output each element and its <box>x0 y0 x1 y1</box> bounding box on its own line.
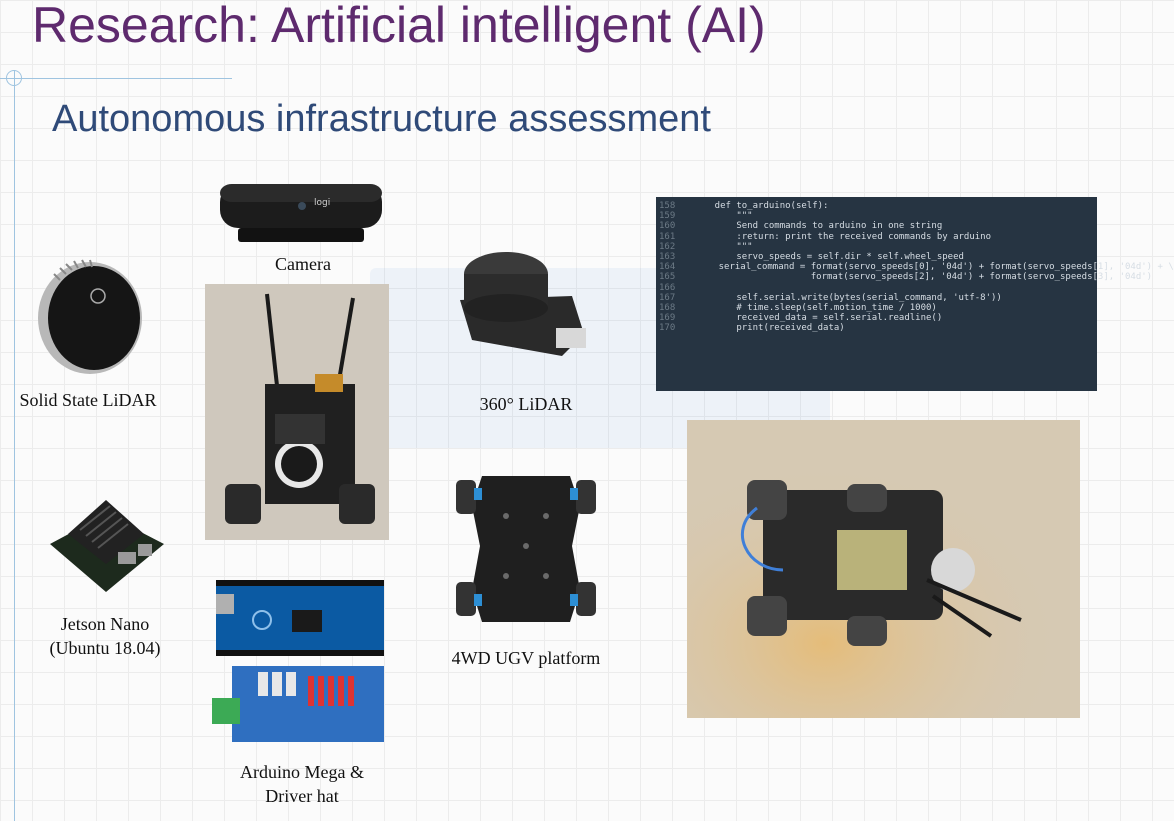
code-line: 168 # time.sleep(self.motion_time / 1000… <box>656 303 1097 313</box>
driver-hat-image <box>212 662 388 746</box>
solid-state-lidar-caption: Solid State LiDAR <box>19 390 157 410</box>
code-line-number: 170 <box>659 323 676 334</box>
code-line: 162 """ <box>656 242 1097 252</box>
camera-image: logi <box>218 182 384 244</box>
code-line: 159 """ <box>656 211 1097 221</box>
camera-caption: Camera <box>275 254 331 274</box>
code-line-number: 162 <box>659 241 676 252</box>
code-line-text: Send commands to arduino in one string <box>693 221 943 232</box>
code-line: 167 self.serial.write(bytes(serial_comma… <box>656 293 1097 303</box>
code-line-text: print(received_data) <box>693 323 845 334</box>
code-line-number: 163 <box>659 251 676 262</box>
left-rule <box>14 70 15 821</box>
code-editor-panel: 158 def to_arduino(self):159 """160 Send… <box>656 197 1174 391</box>
code-line: 161 :return: print the received commands… <box>656 232 1097 242</box>
code-line-number: 167 <box>659 292 676 303</box>
code-line: 170 print(received_data) <box>656 323 1097 333</box>
code-line-text: def to_arduino(self): <box>693 201 829 211</box>
code-line: 158 def to_arduino(self): <box>656 201 1097 211</box>
header-rule <box>0 78 232 79</box>
code-line-number: 161 <box>659 231 676 242</box>
jetson-nano-caption-line1: Jetson Nano <box>60 614 150 634</box>
jetson-nano-image <box>46 494 166 594</box>
rule-circle <box>6 70 22 86</box>
solid-state-lidar-image <box>36 256 144 376</box>
code-line: 164 serial_command = format(servo_speeds… <box>656 262 1174 273</box>
code-line: 166 <box>656 283 1097 293</box>
lidar-360-caption: 360° LiDAR <box>479 394 573 414</box>
jetson-nano-caption-line2: (Ubuntu 18.04) <box>49 638 161 658</box>
code-line: 163 servo_speeds = self.dir * self.wheel… <box>656 252 1097 262</box>
arduino-caption-line1: Arduino Mega & <box>240 762 364 782</box>
code-line-number: 169 <box>659 313 676 324</box>
code-line-number: 158 <box>659 201 676 211</box>
code-line-text: """ <box>693 241 753 252</box>
camera-logo: logi <box>314 198 331 208</box>
code-line-number: 166 <box>659 282 676 293</box>
ugv-platform-caption: 4WD UGV platform <box>451 648 601 668</box>
code-line-number: 164 <box>659 262 676 273</box>
code-line: 160 Send commands to arduino in one stri… <box>656 221 1097 231</box>
arduino-mega-image <box>212 574 388 660</box>
code-line-text: :return: print the received commands by … <box>693 231 992 242</box>
code-line: 169 received_data = self.serial.readline… <box>656 313 1097 323</box>
code-line-text: received_data = self.serial.readline() <box>693 313 943 324</box>
code-line-number: 160 <box>659 221 676 232</box>
code-line-number: 159 <box>659 211 676 222</box>
robot-photo <box>205 284 389 540</box>
code-line-text: self.serial.write(bytes(serial_command, … <box>693 292 1002 303</box>
code-line-text: serial_command = format(servo_speeds[0],… <box>675 262 1174 273</box>
slide-subtitle: Autonomous infrastructure assessment <box>52 98 711 140</box>
code-line-text: servo_speeds = self.dir * self.wheel_spe… <box>693 251 964 262</box>
lidar-360-image <box>452 244 588 364</box>
code-line-number: 165 <box>659 272 676 283</box>
code-line-text: """ <box>693 211 753 222</box>
ugv-platform-image <box>456 466 596 630</box>
code-line: 165 format(servo_speeds[2], '04d') + for… <box>656 272 1152 283</box>
code-line-number: 168 <box>659 302 676 313</box>
robot-topview-photo <box>687 420 1080 718</box>
code-line-text: # time.sleep(self.motion_time / 1000) <box>693 302 937 313</box>
code-line-text: format(servo_speeds[2], '04d') + format(… <box>675 272 1153 283</box>
arduino-caption-line2: Driver hat <box>265 786 339 806</box>
slide-title: Research: Artificial intelligent (AI) <box>32 0 766 53</box>
